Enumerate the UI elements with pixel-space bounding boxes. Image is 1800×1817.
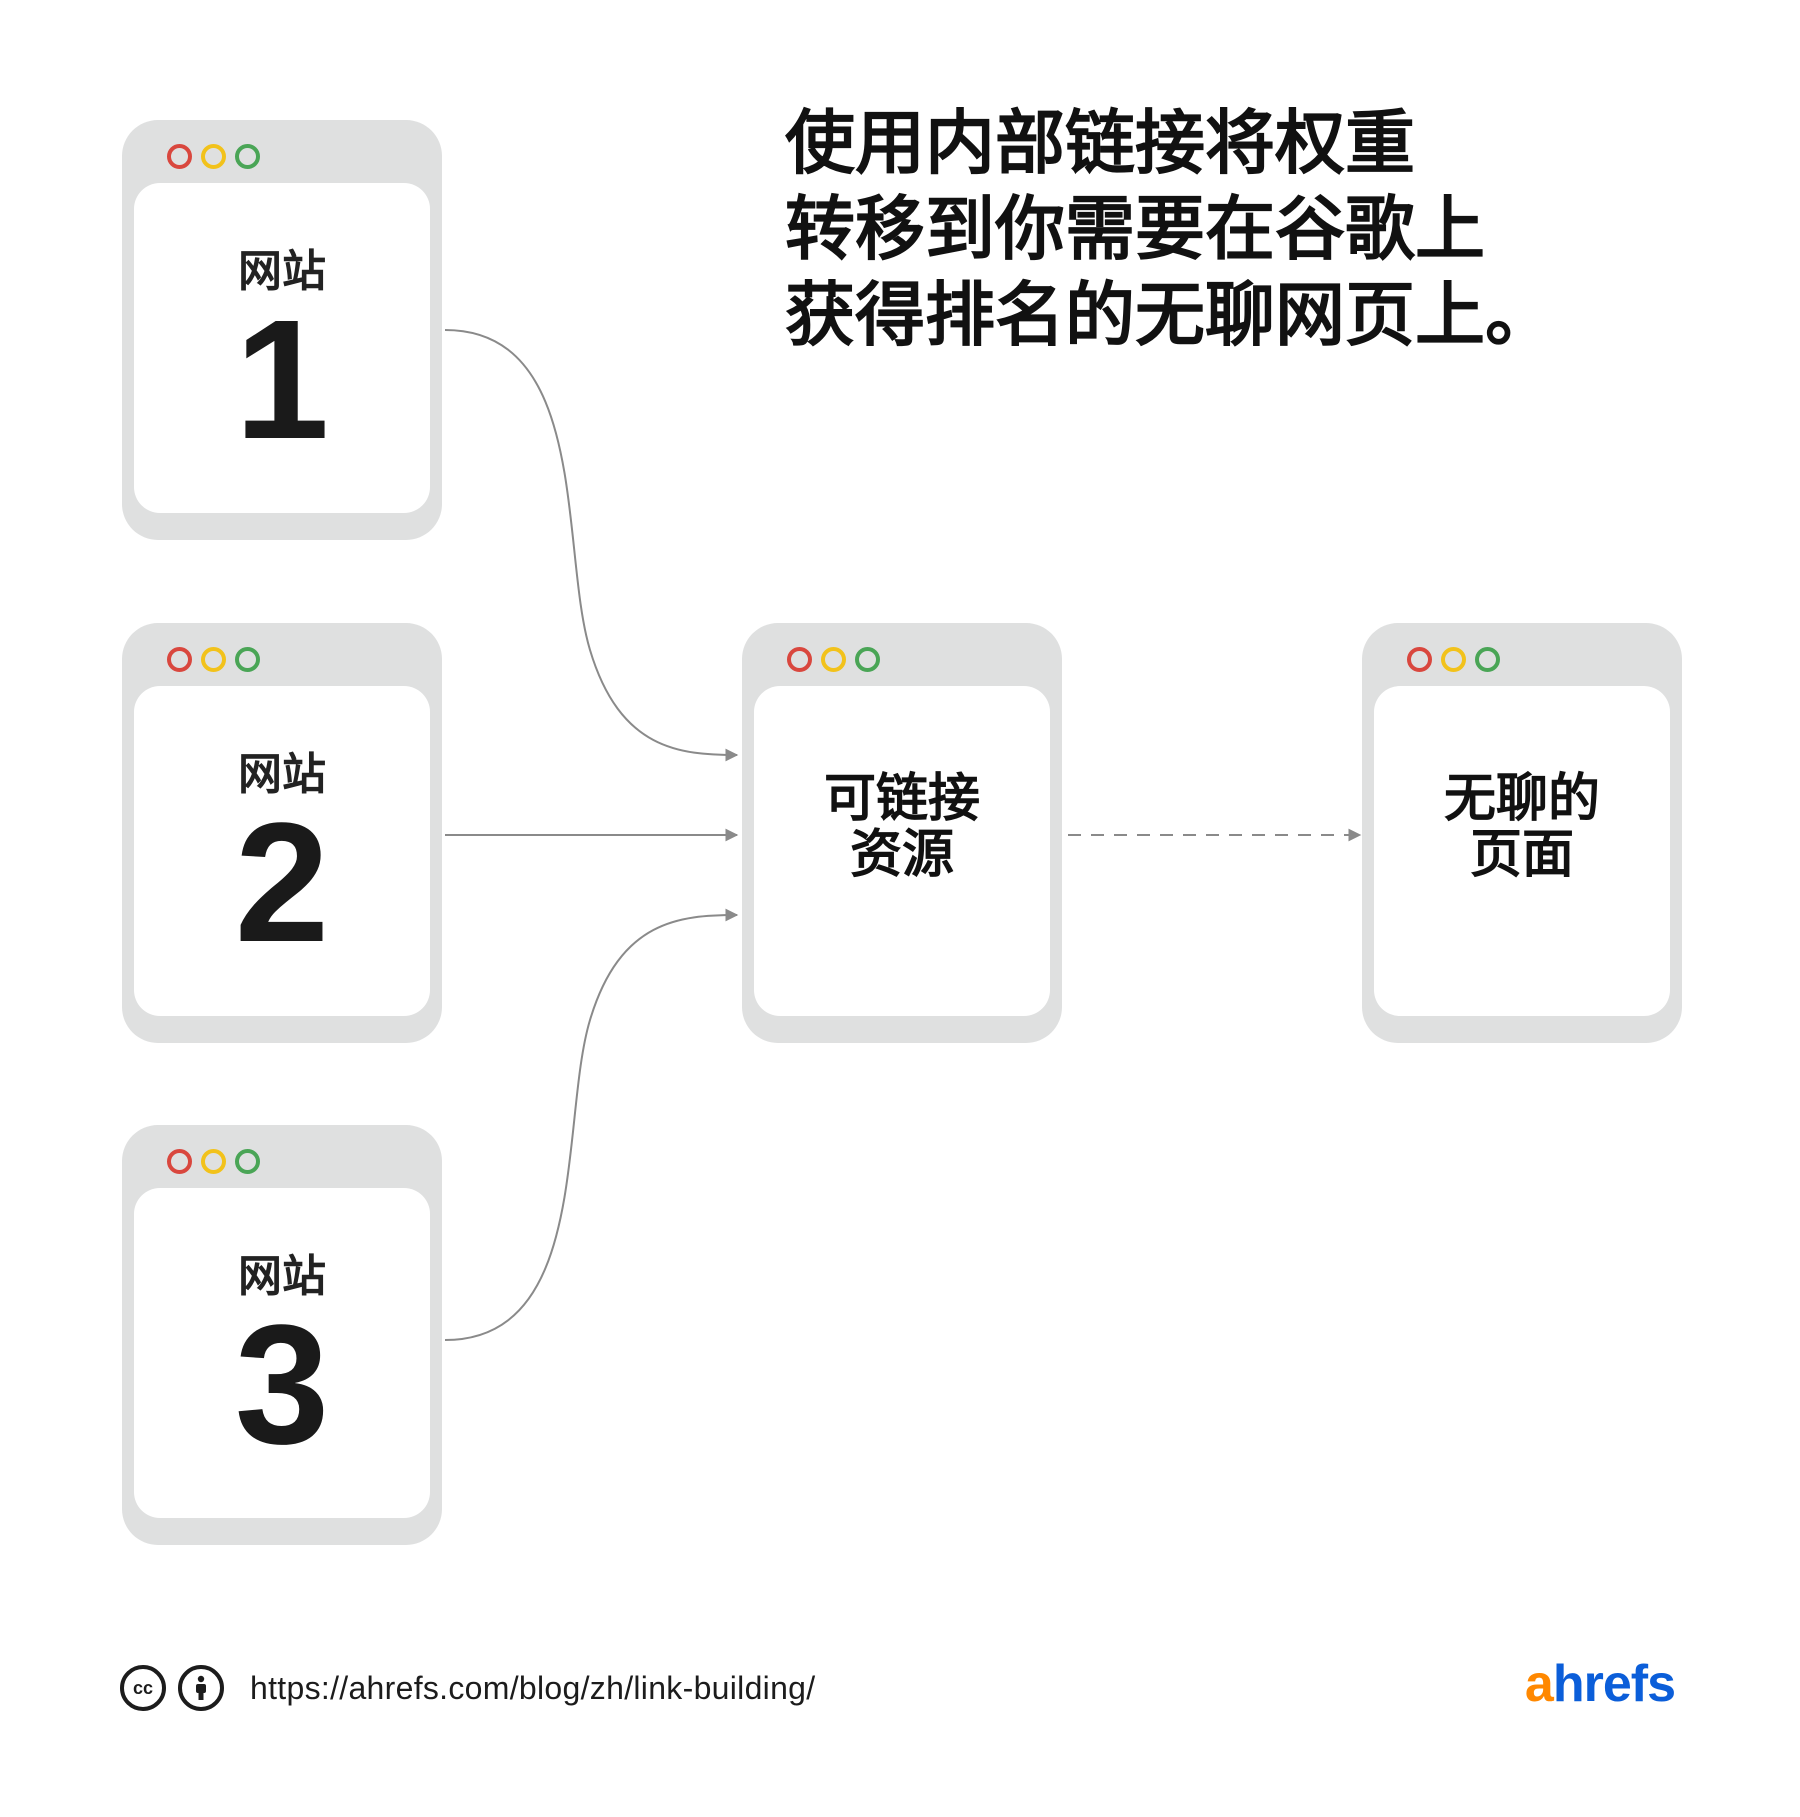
boring-page-line-2: 页面 [1469,825,1574,885]
browser-page: 可链接 资源 [754,686,1050,1016]
browser-page: 网站 3 [134,1188,430,1518]
site-label: 网站 [238,246,326,297]
maximize-dot-icon [1475,647,1500,672]
linkable-asset-label: 可链接 资源 [754,771,1050,883]
headline-line-1: 使用内部链接将权重 [785,102,1415,184]
browser-page: 网站 1 [134,183,430,513]
maximize-dot-icon [235,1149,260,1174]
headline-line-2: 转移到你需要在谷歌上 [785,188,1485,270]
maximize-dot-icon [855,647,880,672]
minimize-dot-icon [821,647,846,672]
site-label: 网站 [238,749,326,800]
site-label: 网站 [238,1251,326,1302]
site-number: 1 [234,285,330,475]
browser-linkable-asset: 可链接 资源 [742,623,1062,1043]
browser-site-3: 网站 3 [122,1125,442,1545]
arrow-site1-to-asset [444,329,739,762]
close-dot-icon [787,647,812,672]
browser-page: 网站 2 [134,686,430,1016]
ahrefs-logo: ahrefs [1524,1654,1676,1714]
logo-a: a [1524,1655,1554,1713]
boring-page-label: 无聊的 页面 [1374,771,1670,883]
browser-boring-page: 无聊的 页面 [1362,623,1682,1043]
minimize-dot-icon [1441,647,1466,672]
browser-site-2: 网站 2 [122,623,442,1043]
linkable-asset-line-1: 可链接 [823,769,980,829]
site-number: 2 [234,788,330,978]
browser-page: 无聊的 页面 [1374,686,1670,1016]
maximize-dot-icon [235,144,260,169]
attribution-icon [178,1665,224,1711]
browser-site-1: 网站 1 [122,120,442,540]
site-number: 3 [234,1290,330,1480]
cc-icon: cc [120,1665,166,1711]
headline-line-3: 获得排名的无聊网页上。 [785,274,1555,356]
minimize-dot-icon [201,144,226,169]
headline: 使用内部链接将权重 转移到你需要在谷歌上 获得排名的无聊网页上。 [785,100,1685,358]
close-dot-icon [167,144,192,169]
minimize-dot-icon [201,1149,226,1174]
close-dot-icon [167,647,192,672]
close-dot-icon [1407,647,1432,672]
close-dot-icon [167,1149,192,1174]
arrow-site3-to-asset [444,908,739,1341]
linkable-asset-line-2: 资源 [849,825,954,885]
footer: cc https://ahrefs.com/blog/zh/link-build… [120,1660,815,1716]
minimize-dot-icon [201,647,226,672]
logo-rest: hrefs [1552,1655,1676,1713]
source-url[interactable]: https://ahrefs.com/blog/zh/link-building… [250,1669,816,1706]
maximize-dot-icon [235,647,260,672]
boring-page-line-1: 无聊的 [1443,769,1600,829]
